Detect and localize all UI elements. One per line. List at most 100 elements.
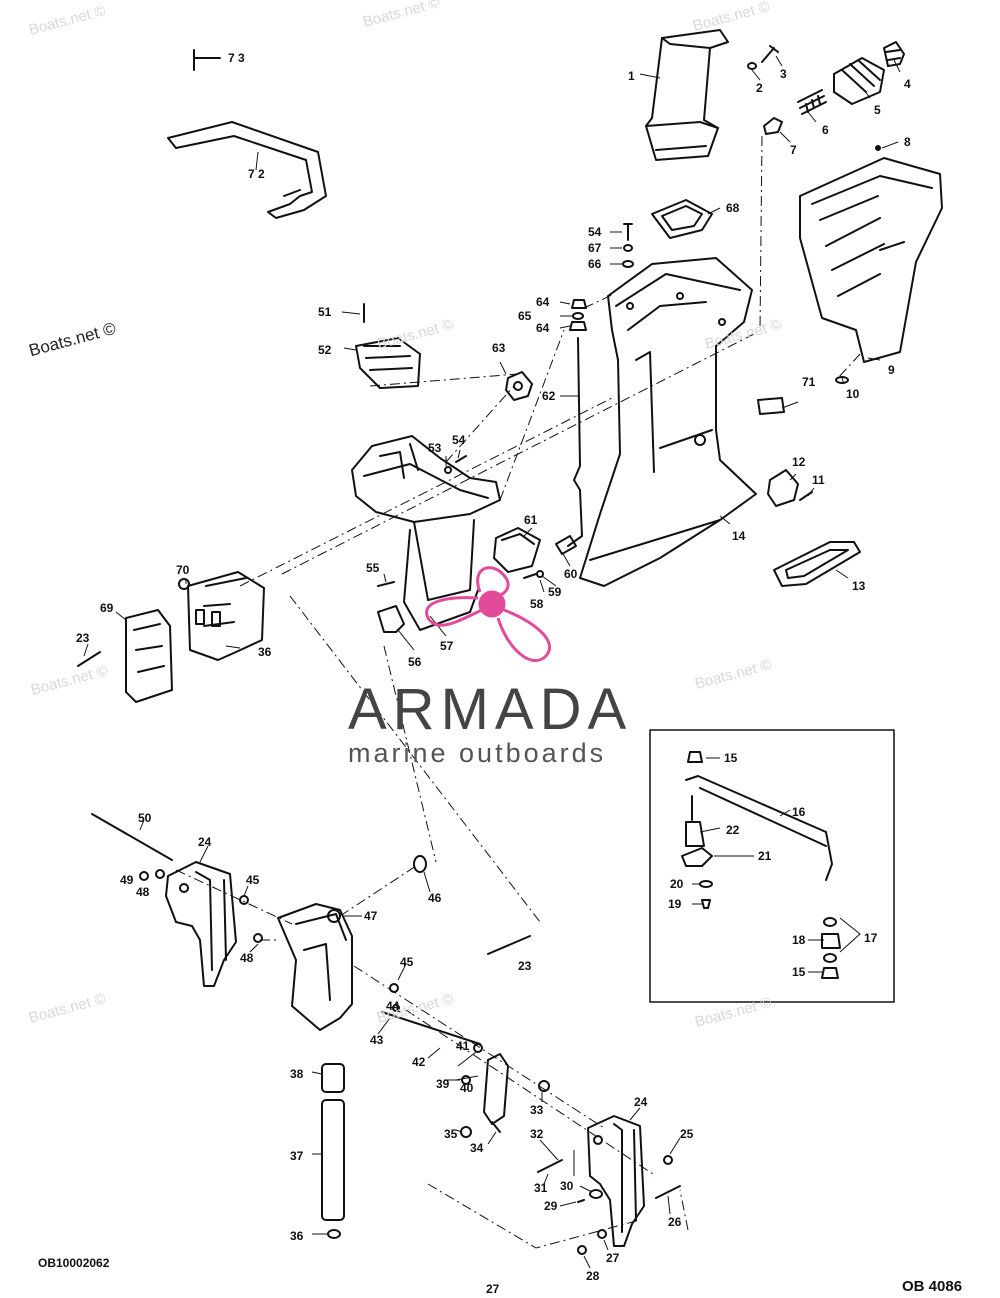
part-14-driveshaft-housing: [579, 257, 757, 587]
part-label: 62: [542, 389, 556, 403]
part-label: 15: [792, 965, 806, 979]
part-label: 23: [76, 631, 90, 645]
part-50-through-bolt: [91, 813, 173, 861]
part-label: 7 2: [248, 167, 265, 181]
part-label: 19: [668, 897, 682, 911]
brand-tagline: marine outboards: [348, 738, 607, 768]
part-label: 8: [904, 135, 911, 149]
part-41-nut: [473, 1043, 483, 1053]
part-label: 70: [176, 563, 190, 577]
part-label: 30: [560, 1179, 574, 1193]
part-label: 66: [588, 257, 602, 271]
part-39-pin: [461, 1075, 471, 1085]
part-label: 54: [588, 225, 602, 239]
part-label: 68: [726, 201, 740, 215]
part-73-pin: [193, 49, 221, 71]
part-label: 49: [120, 873, 134, 887]
part-label: 64: [536, 295, 550, 309]
part-label: 69: [100, 601, 114, 615]
part-54-screw-top: [623, 223, 633, 241]
part-37-tube: [321, 1099, 345, 1221]
part-label: 55: [366, 561, 380, 575]
part-69-pad: [125, 609, 173, 703]
part-68-gasket: [651, 199, 713, 239]
part-label: 25: [680, 1127, 694, 1141]
part-label: 64: [536, 321, 550, 335]
part-65-washer: [572, 312, 584, 320]
part-label: 36: [290, 1229, 304, 1243]
part-label: 50: [138, 811, 152, 825]
part-49-nut: [139, 871, 149, 881]
part-label: 60: [564, 567, 578, 581]
part-31-bolt: [537, 1159, 563, 1173]
part-24-clamp-bracket-left: [165, 861, 237, 987]
drawing-code: OB10002062: [38, 1256, 110, 1270]
part-64-nut-lower: [569, 321, 587, 331]
part-label: 16: [792, 805, 806, 819]
part-44-washer: [392, 1004, 400, 1012]
part-label: 23: [518, 959, 532, 973]
part-label: 54: [452, 433, 466, 447]
part-8-screw: [875, 145, 881, 151]
part-23-bolt-lower: [487, 935, 531, 955]
part-42-shaft: [381, 1011, 481, 1045]
part-label: 59: [548, 585, 562, 599]
part-36-cover: [187, 571, 265, 661]
part-38-bushing: [321, 1063, 345, 1093]
part-label: 65: [518, 309, 532, 323]
part-label: 46: [428, 891, 442, 905]
part-label: 34: [470, 1141, 484, 1155]
part-45-bolt-left: [239, 895, 249, 905]
reference-code: OB 4086: [902, 1278, 963, 1295]
part-9-lower-cowl: [799, 157, 943, 363]
part-2-washer: [747, 62, 757, 70]
part-label: 12: [792, 455, 806, 469]
part-label: 13: [852, 579, 866, 593]
part-58-washer: [536, 570, 544, 578]
part-62-shift-rod: [567, 337, 583, 547]
swivel-bracket: [277, 903, 353, 1031]
part-label: 22: [726, 823, 740, 837]
part-label: 48: [240, 951, 254, 965]
part-label: 42: [412, 1055, 426, 1069]
part-label: 18: [792, 933, 806, 947]
part-label: 45: [246, 873, 260, 887]
part-55-screw: [377, 581, 395, 587]
part-label: 1: [628, 69, 635, 83]
part-label: 20: [670, 877, 684, 891]
part-label: 45: [400, 955, 414, 969]
part-4-cap: [883, 41, 905, 67]
part-label: 5: [874, 103, 881, 117]
part-label: 58: [530, 597, 544, 611]
part-label: 24: [198, 835, 212, 849]
part-27-washer: [597, 1229, 607, 1239]
part-label: 38: [290, 1067, 304, 1081]
part-1-exhaust-tube: [645, 29, 729, 161]
alignment-lines: [175, 135, 861, 1249]
part-54-screw-mid: [455, 455, 467, 463]
part-label: 17: [864, 931, 878, 945]
part-label: 35: [444, 1127, 458, 1141]
brand-name: ARMADA: [348, 677, 633, 742]
part-12-mount: [767, 469, 799, 507]
part-label: 51: [318, 305, 332, 319]
part-label: 27: [606, 1251, 620, 1265]
part-24-clamp-bracket-right: [587, 1115, 645, 1247]
part-29-screw: [577, 1199, 585, 1203]
part-label: 26: [668, 1215, 682, 1229]
part-26-bolt: [655, 1185, 681, 1199]
part-label: 7: [790, 143, 797, 157]
part-56-bracket: [377, 605, 405, 633]
part-label: 10: [846, 387, 860, 401]
part-label: 61: [524, 513, 538, 527]
part-25-nut: [663, 1155, 673, 1165]
part-label: 43: [370, 1033, 384, 1047]
part-label: 14: [732, 529, 746, 543]
part-label: 44: [386, 999, 400, 1013]
part-36-cap: [327, 1229, 341, 1239]
part-30-washer: [589, 1189, 603, 1199]
part-label: 21: [758, 849, 772, 863]
propeller-logo-icon: [425, 566, 551, 662]
